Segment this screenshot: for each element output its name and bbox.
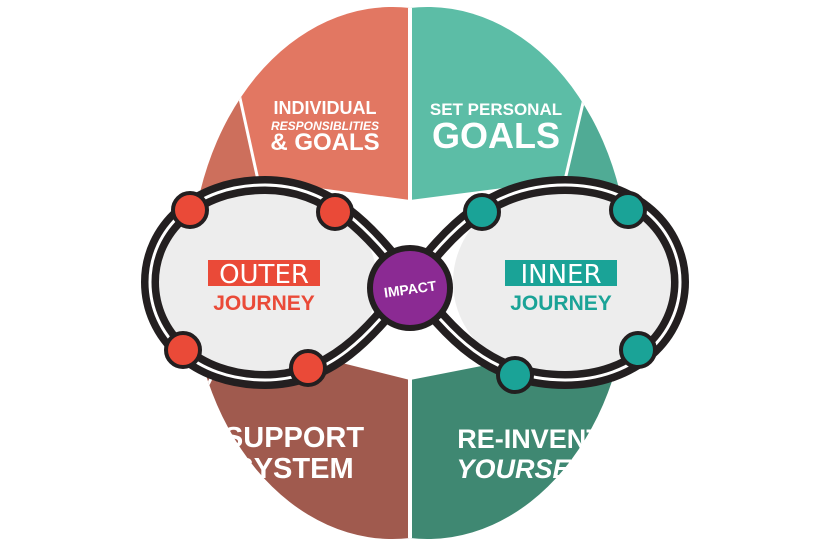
set-goals-line2: GOALS xyxy=(432,115,560,156)
set-goals-line1: SET PERSONAL xyxy=(430,100,562,119)
reflect-line2: ON YOUR xyxy=(673,176,738,192)
challenging-line1: CHALLENGING xyxy=(67,150,162,165)
label-set-personal-goals: SET PERSONAL GOALS xyxy=(430,100,562,156)
impact-label: IMPACT xyxy=(383,277,438,300)
interaction-line1: INTERACTION WITH xyxy=(39,347,145,359)
individual-line1: INDIVIDUAL xyxy=(274,98,377,118)
individual-line2: RESPONSIBLITIES xyxy=(271,119,379,133)
label-support-system: SUPPORT SYSTEM xyxy=(224,422,364,485)
label-understand-values: UNDERSTAND YOUR PERSONAL VALUES xyxy=(678,345,762,418)
inner-title-line1: INNER xyxy=(520,260,601,290)
inner-node-bottom-left xyxy=(496,356,534,394)
interaction-line3: STAKEHOLDERS xyxy=(43,379,141,393)
outer-title-line2: JOURNEY xyxy=(213,292,315,315)
impact-node xyxy=(367,245,453,331)
understand-line4: VALUES xyxy=(684,398,756,418)
reinvent-line2: YOURSELF xyxy=(456,454,605,484)
individual-line3: & GOALS xyxy=(270,129,379,156)
understand-line1: UNDERSTAND xyxy=(678,345,761,359)
support-line2: SYSTEM xyxy=(234,453,353,485)
inner-journey-title: INNER JOURNEY xyxy=(505,260,617,315)
label-reflect-experience: REFLECT ON YOUR EXPERIENCE xyxy=(658,154,757,207)
outer-node-top-left xyxy=(171,191,209,229)
outer-title-line1: OUTER xyxy=(219,260,309,290)
outer-journey-title: OUTER JOURNEY xyxy=(208,260,320,315)
label-challenging-role: CHALLENGING ROLE & ENVIRONMENT xyxy=(67,150,162,206)
outer-node-bottom-left xyxy=(164,331,202,369)
interaction-line2: MULTIPLE xyxy=(43,360,142,382)
label-interaction-stakeholders: INTERACTION WITH MULTIPLE STAKEHOLDERS xyxy=(39,347,145,393)
outer-node-top-right xyxy=(316,193,354,231)
inner-node-top-left xyxy=(463,193,501,231)
understand-line3: PERSONAL xyxy=(678,383,761,400)
reflect-line3: EXPERIENCE xyxy=(664,192,748,207)
inner-node-bottom-right xyxy=(619,331,657,369)
challenging-line3: ENVIRONMENT xyxy=(71,192,160,206)
support-line1: SUPPORT xyxy=(224,422,364,454)
inner-node-top-right xyxy=(609,191,647,229)
understand-line2: YOUR xyxy=(684,358,756,386)
challenging-line2: ROLE & xyxy=(68,166,162,194)
outer-node-bottom-right xyxy=(289,349,327,387)
reflect-line1: REFLECT xyxy=(658,154,757,177)
label-reinvent-yourself: RE-INVENT YOURSELF xyxy=(456,424,605,484)
inner-title-line2: JOURNEY xyxy=(510,292,612,315)
label-individual-goals: INDIVIDUAL RESPONSIBLITIES & GOALS xyxy=(270,98,379,156)
reinvent-line1: RE-INVENT xyxy=(457,424,603,454)
